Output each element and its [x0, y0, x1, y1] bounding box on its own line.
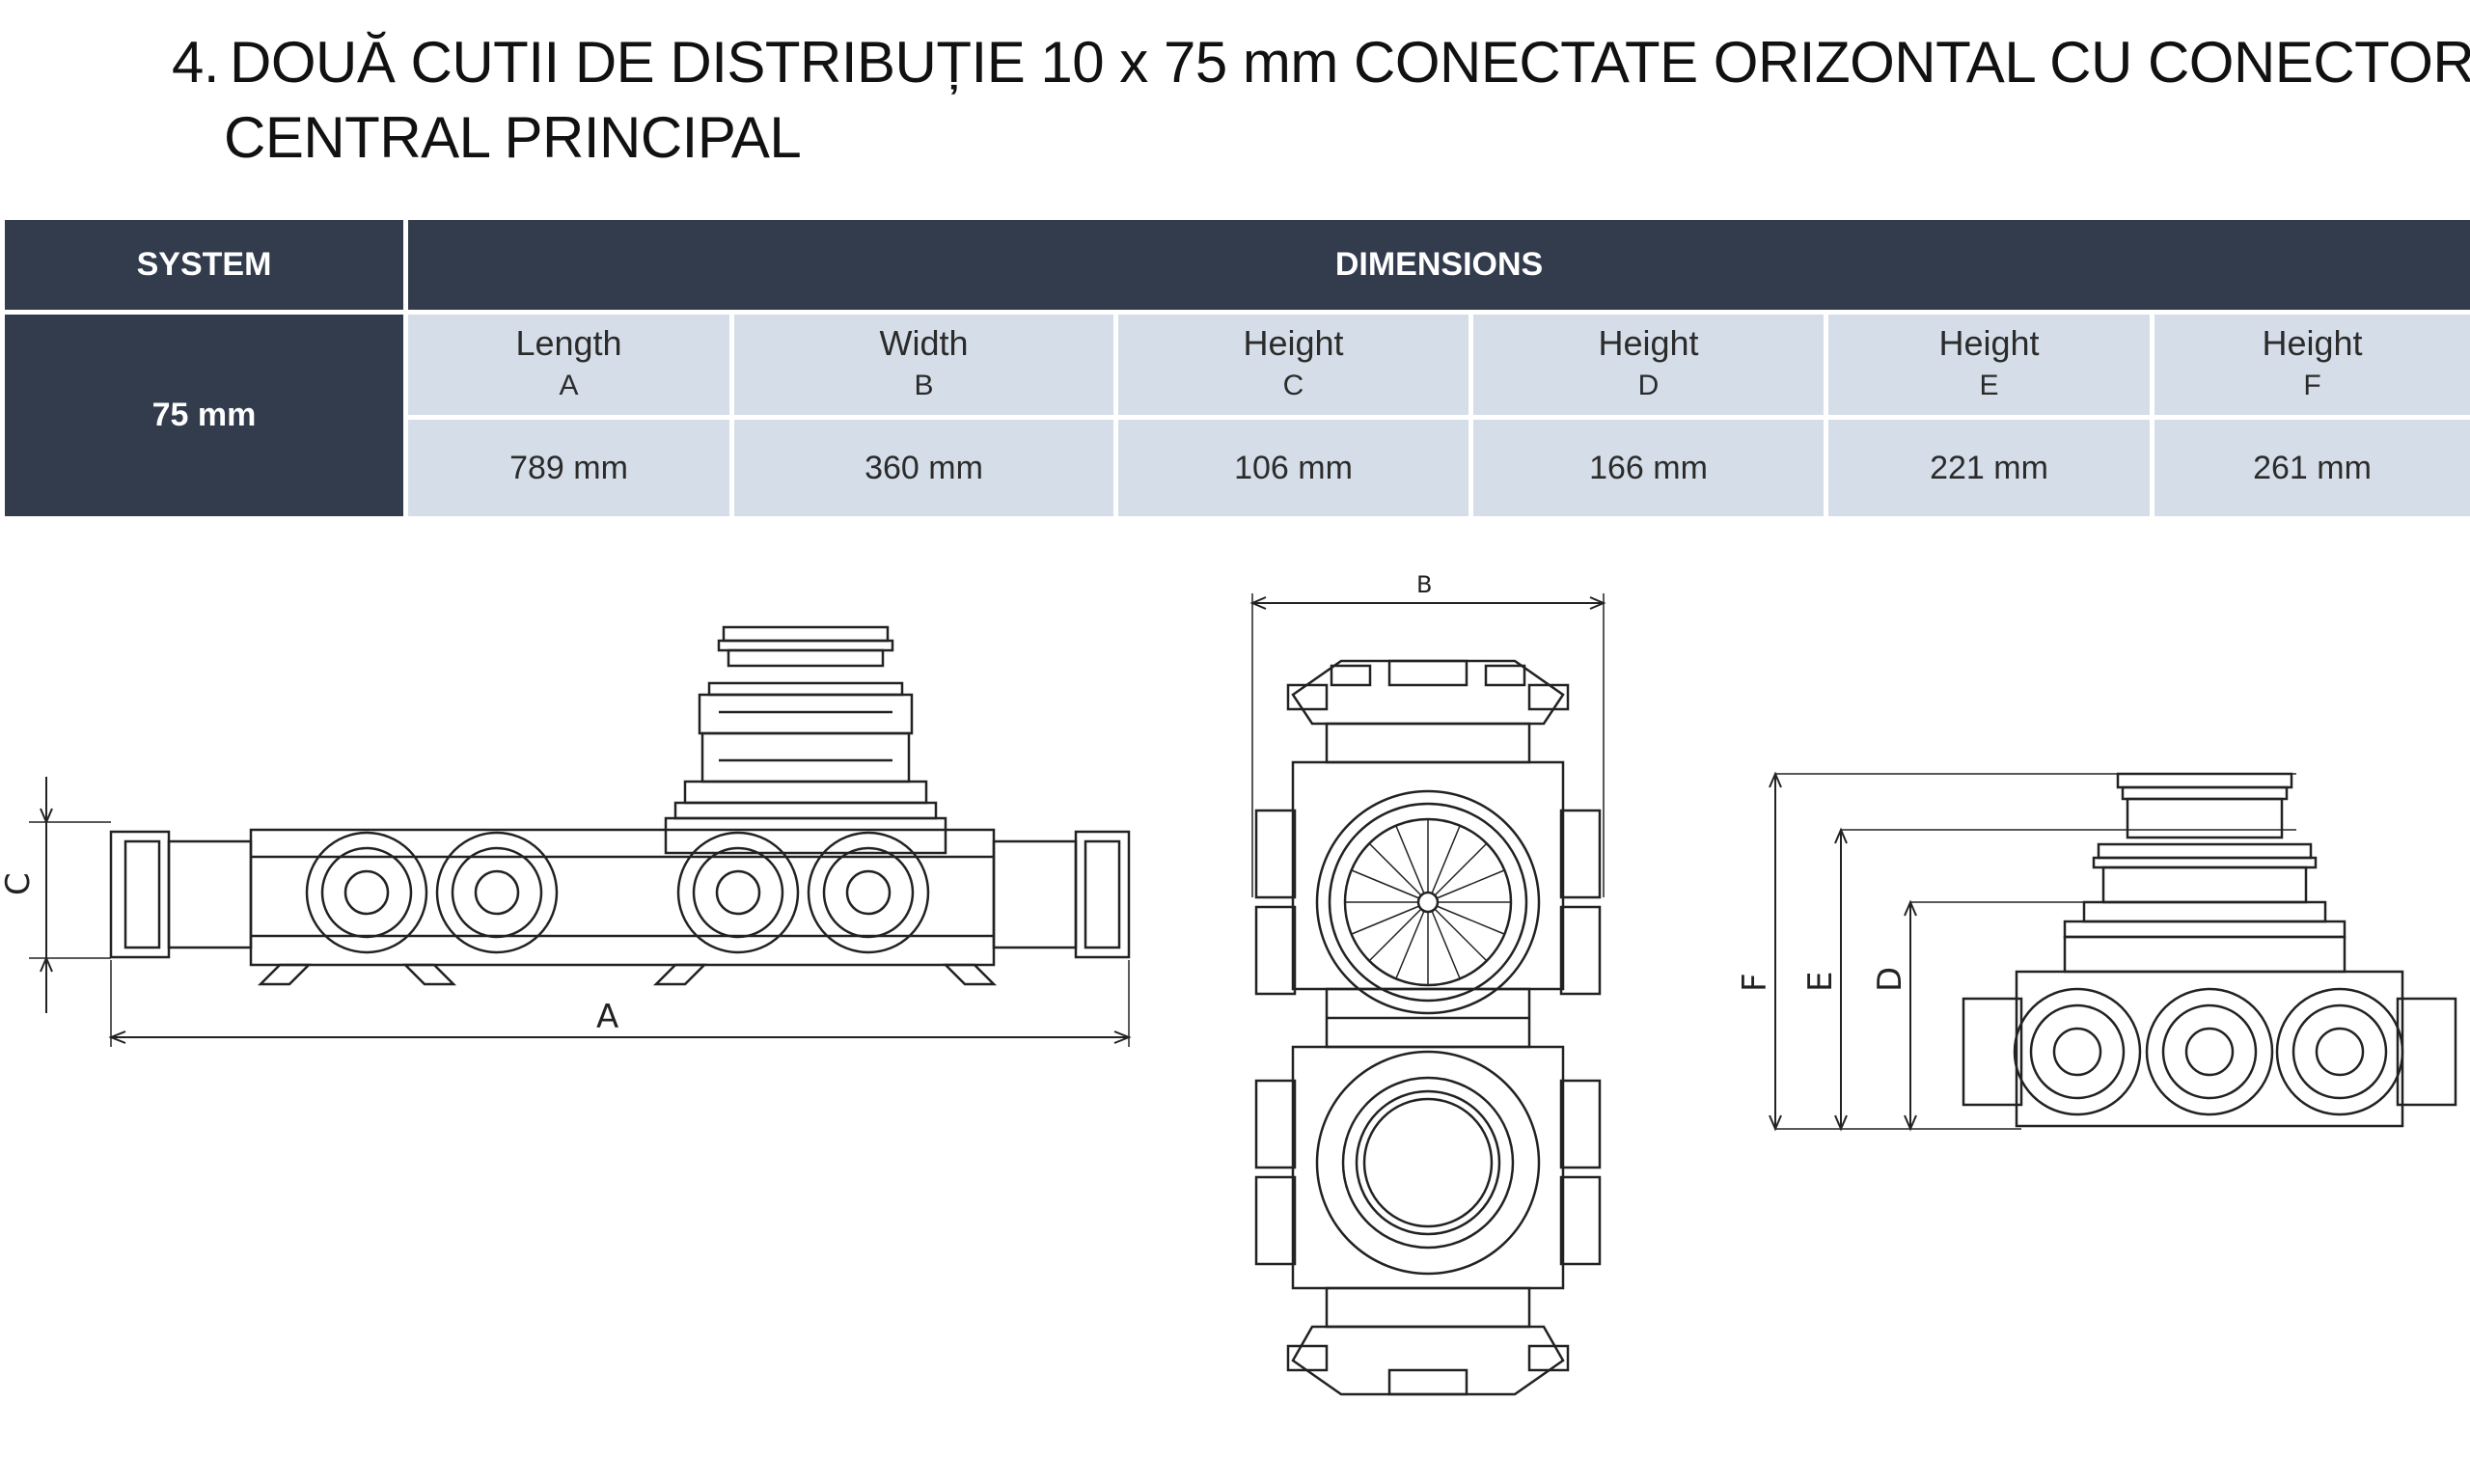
dim-label-f: F [1737, 973, 1774, 992]
top-view-drawing: B [1225, 569, 1631, 1438]
dim-label-a: A [596, 998, 618, 1036]
side-view-drawing: F E D [1737, 753, 2470, 1158]
title-line-2: CENTRAL PRINCIPAL [224, 105, 802, 170]
front-view-drawing: A C [0, 598, 1158, 1081]
system-value: 75 mm [0, 310, 408, 521]
value-height-d: 166 mm [1468, 415, 1828, 521]
dimensions-header: DIMENSIONS [402, 215, 2470, 315]
diffuser-spokes [1345, 819, 1511, 985]
title-number: 4. [172, 30, 220, 95]
dim-label-d: D [1871, 967, 1909, 992]
value-length: 789 mm [403, 415, 734, 521]
value-width: 360 mm [729, 415, 1118, 521]
value-height-f: 261 mm [2149, 415, 2470, 521]
value-height-e: 221 mm [1824, 415, 2154, 521]
dim-label-b: B [1416, 571, 1432, 598]
title-line-1: DOUĂ CUTII DE DISTRIBUȚIE 10 x 75 mm CON… [230, 30, 2470, 95]
dim-label-e: E [1801, 972, 1840, 992]
value-height-c: 106 mm [1113, 415, 1473, 521]
dim-label-c: C [0, 872, 38, 895]
system-header: SYSTEM [0, 215, 408, 315]
